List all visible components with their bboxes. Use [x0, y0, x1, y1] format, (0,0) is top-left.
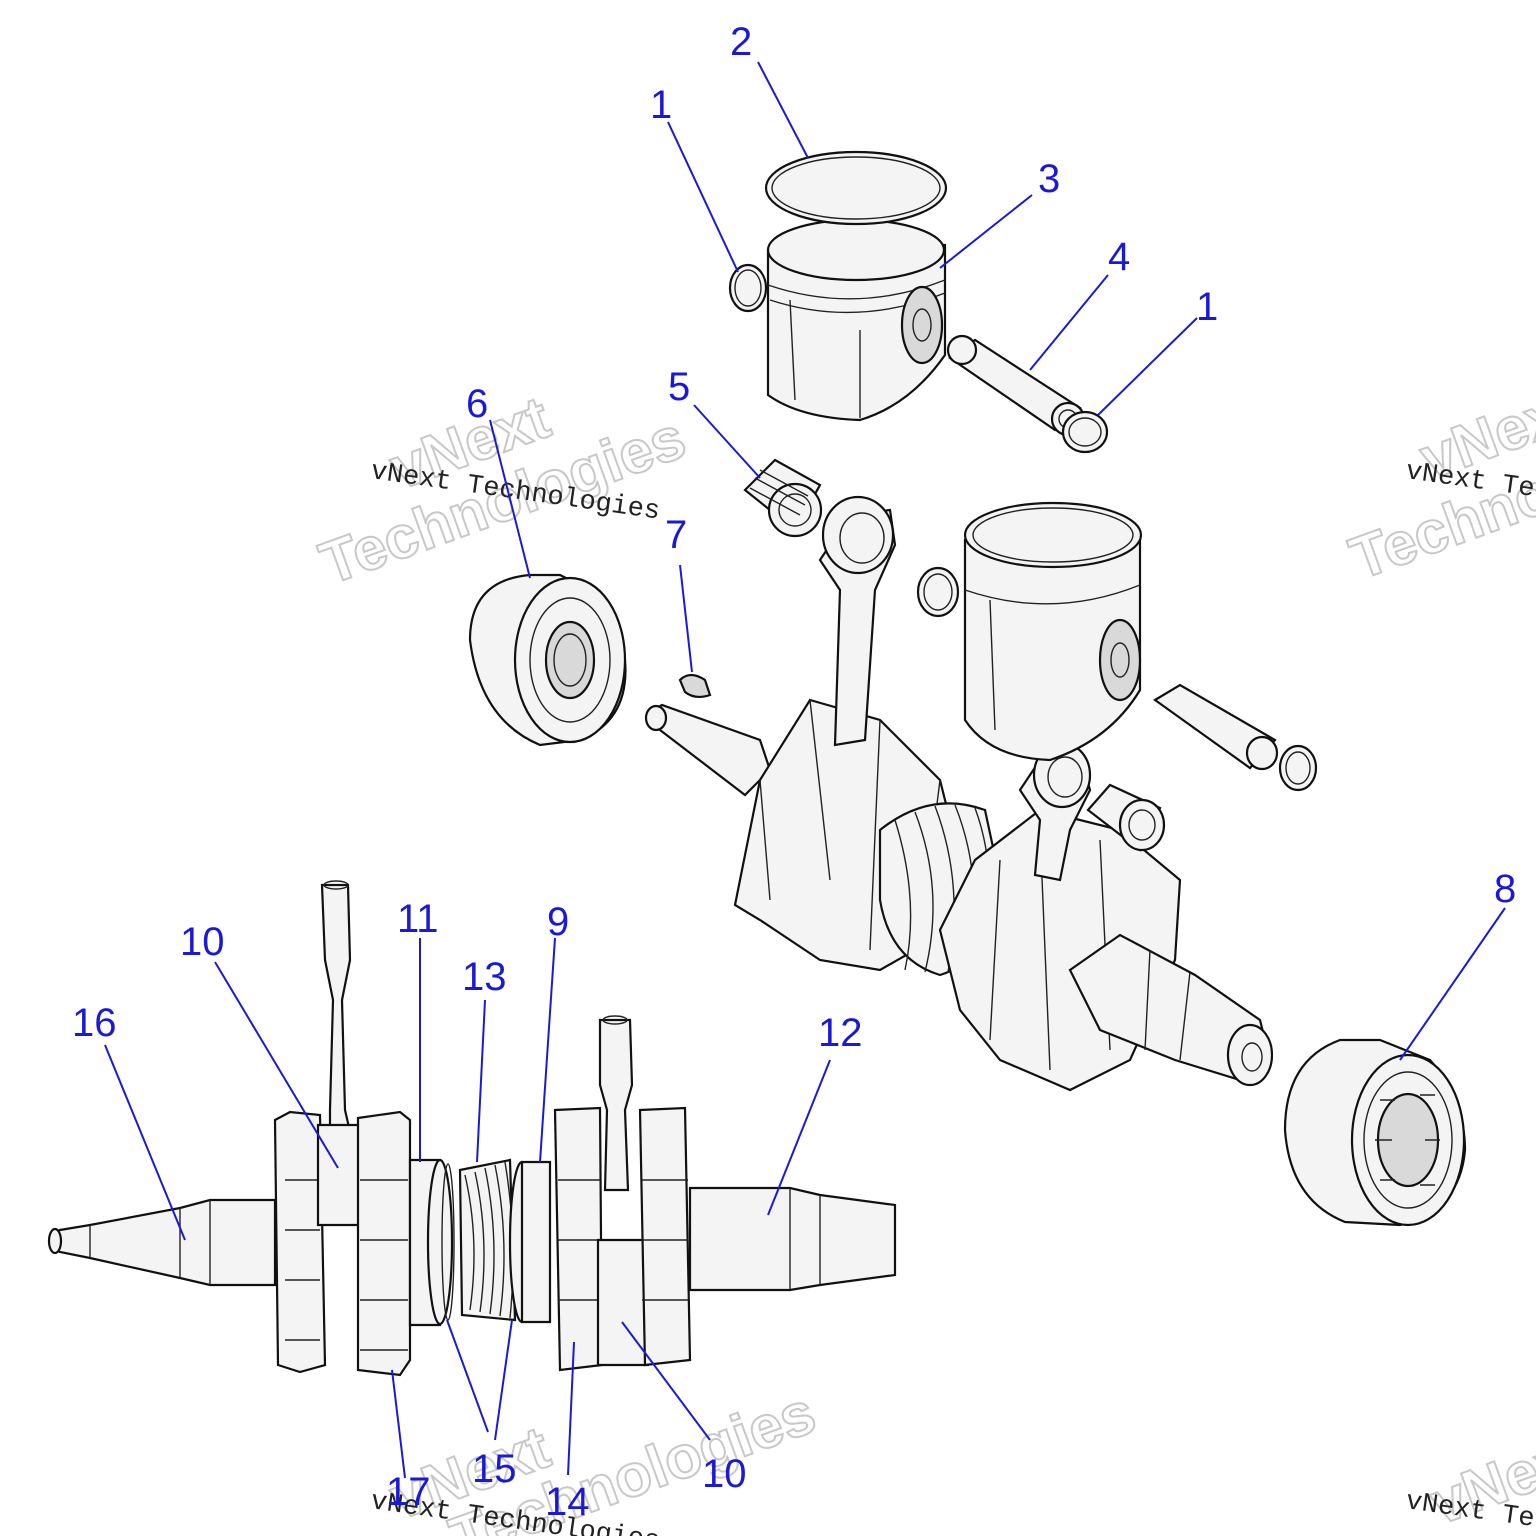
callout-13: 13 — [462, 955, 507, 999]
callout-3: 3 — [1038, 157, 1060, 201]
callout-4: 4 — [1108, 235, 1130, 279]
callout-2: 2 — [730, 20, 752, 64]
roller-bearing — [1283, 1038, 1467, 1227]
callout-14: 14 — [545, 1480, 590, 1524]
leader-lines — [104, 61, 1506, 1479]
needle-bearing-top — [743, 458, 823, 538]
callout-1: 1 — [1196, 285, 1218, 329]
callout-5: 5 — [668, 365, 690, 409]
callout-1: 1 — [650, 83, 672, 127]
needle-bearing-assembled — [1086, 783, 1166, 852]
callout-8: 8 — [1494, 867, 1516, 911]
callout-12: 12 — [818, 1011, 863, 1055]
callout-6: 6 — [466, 382, 488, 426]
crankshaft-assembly-main — [644, 495, 1274, 1092]
callout-7: 7 — [665, 513, 687, 557]
callout-labels: 1 2 3 4 1 5 6 7 8 10 11 13 9 16 12 15 17… — [72, 20, 1516, 1524]
piston-ring — [764, 150, 948, 226]
callout-17: 17 — [386, 1470, 431, 1514]
piston-assembly-top — [728, 150, 1109, 454]
callout-10: 10 — [702, 1452, 747, 1496]
crankshaft-exploded — [47, 880, 897, 1377]
ball-bearing — [468, 573, 627, 747]
piston-assembled — [916, 501, 1318, 792]
callout-16: 16 — [72, 1001, 117, 1045]
woodruff-key — [678, 673, 712, 699]
callout-11: 11 — [397, 897, 439, 941]
callout-15: 15 — [472, 1447, 517, 1491]
callout-9: 9 — [547, 900, 569, 944]
piston-pin-boss — [900, 285, 944, 365]
circlip — [728, 263, 768, 313]
piston-body — [766, 243, 947, 422]
piston-top — [766, 218, 946, 282]
callout-10: 10 — [180, 920, 225, 964]
